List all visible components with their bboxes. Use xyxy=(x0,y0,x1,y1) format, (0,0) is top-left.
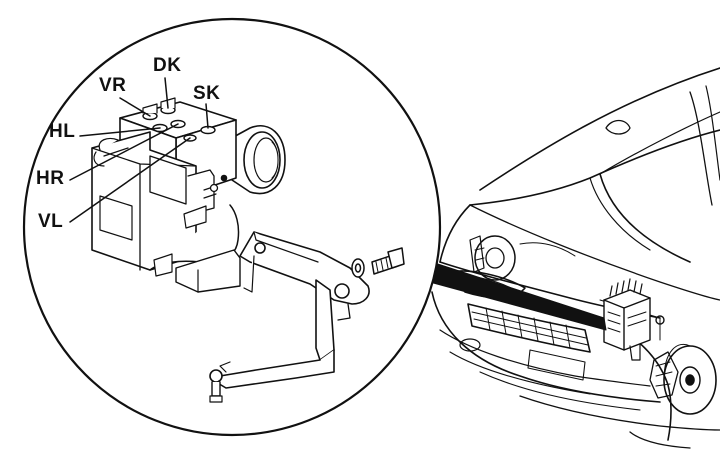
label-sk: SK xyxy=(193,83,221,104)
label-dk: DK xyxy=(153,55,182,76)
label-vl: VL xyxy=(38,211,64,232)
mounting-bracket xyxy=(209,231,370,403)
label-hr: HR xyxy=(36,168,65,189)
label-hl: HL xyxy=(49,121,76,142)
bolt-and-washer xyxy=(351,247,405,278)
abs-unit-in-car xyxy=(603,278,665,361)
label-vr: VR xyxy=(99,75,127,96)
label-leaders xyxy=(69,77,209,223)
car-illustration xyxy=(431,67,720,449)
